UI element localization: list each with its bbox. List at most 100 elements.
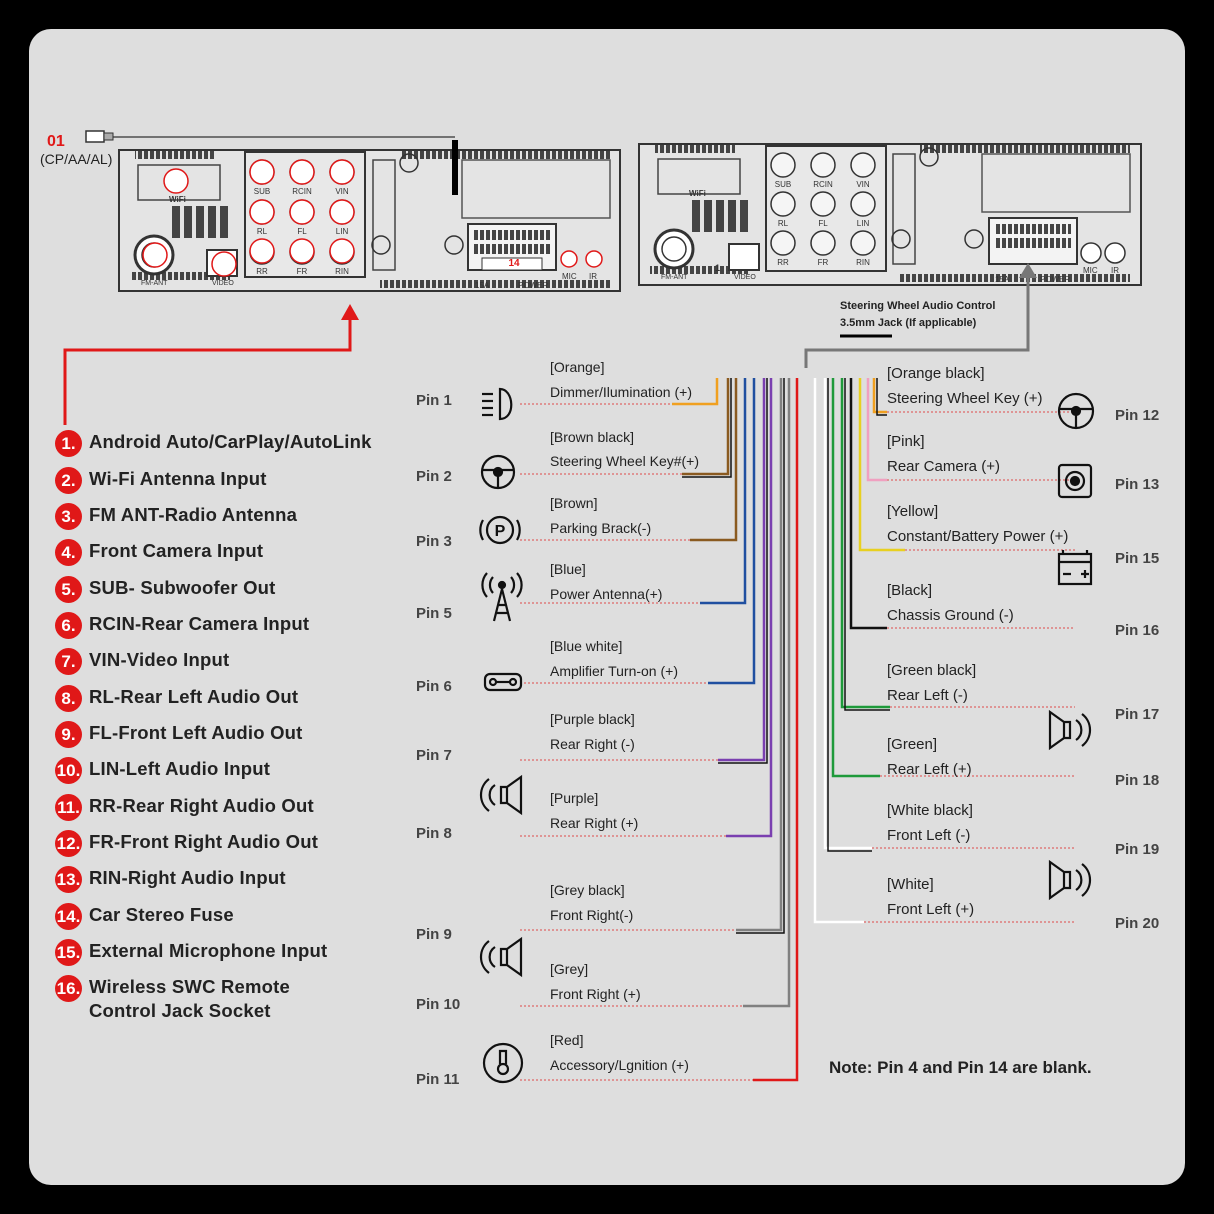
camera-icon [1057, 463, 1093, 499]
legend-item: 5. SUB- Subwoofer Out [55, 576, 389, 603]
legend-number: 15. [55, 939, 82, 966]
connector-01-label: (CP/AA/AL) [40, 151, 112, 167]
icon-part [1069, 475, 1081, 487]
legend-text: Front Camera Input [89, 540, 264, 561]
icon-part [498, 1049, 508, 1064]
legend-text: Wireless SWC Remote Control Jack Socket [89, 976, 291, 1021]
harness-wire [736, 378, 783, 932]
legend-item: 9.FL-Front Left Audio Out [55, 721, 389, 748]
wire-color-label: [Blue white] [550, 638, 622, 654]
video-label-plain: VIDEO [734, 274, 756, 281]
callout-marker [249, 238, 275, 264]
wire-function-label: Chassis Ground (-) [887, 607, 1014, 624]
legend-number: 11. [55, 794, 82, 821]
icon-part [483, 672, 523, 692]
fuse-label: 15A [475, 281, 490, 290]
wire-color-label: [White black] [887, 802, 973, 819]
legend-number: 4. [55, 539, 82, 566]
power-label-plain: POWER [1040, 275, 1070, 284]
icon-part [1059, 550, 1091, 578]
harness-wire [823, 378, 872, 850]
rca-socket [810, 152, 836, 178]
legend-text: SUB- Subwoofer Out [89, 577, 276, 598]
harness-wire [753, 378, 799, 1082]
pin-label: Pin 20 [1115, 915, 1159, 932]
pin-label: Pin 8 [416, 825, 452, 842]
pin-label: Pin 13 [1115, 476, 1159, 493]
legend-text: RCIN-Rear Camera Input [89, 613, 310, 634]
steering-wheel-icon [480, 454, 516, 490]
legend-text: RL-Rear Left Audio Out [89, 686, 299, 707]
wire-function-label: Rear Camera (+) [887, 458, 1000, 475]
rca-label: SUB [254, 187, 270, 196]
video-label: VIDEO [212, 280, 234, 287]
wire-function-label: Constant/Battery Power (+) [887, 528, 1068, 545]
harness-wire [743, 378, 791, 1008]
rca-label: SUB [775, 180, 791, 189]
ignition-key-icon [482, 1042, 524, 1084]
wire-color-label: [Blue] [550, 561, 586, 577]
icon-part [499, 774, 523, 816]
rca-label: RIN [335, 267, 349, 276]
rca-label: FR [297, 267, 308, 276]
swc-note-line2: 3.5mm Jack (If applicable) [840, 317, 977, 329]
head-unit-plain [638, 143, 1142, 286]
pin-label: Pin 5 [416, 605, 452, 622]
harness-wire [700, 378, 747, 605]
legend-item: 6.RCIN-Rear Camera Input [55, 612, 389, 639]
rca-socket [850, 191, 876, 217]
pin-label: Pin 7 [416, 747, 452, 764]
connector-01-number: 01 [47, 133, 65, 150]
wire-function-label: Amplifier Turn-on (+) [550, 663, 678, 679]
legend-number: 12. [55, 830, 82, 857]
rca-label: RL [257, 227, 268, 236]
legend-text: LIN-Left Audio Input [89, 758, 271, 779]
ir-label: IR [589, 272, 597, 281]
pin-label: Pin 2 [416, 468, 452, 485]
harness-wire-stripe [682, 378, 732, 478]
mic-label: MIC [562, 272, 577, 281]
callout-marker [585, 250, 603, 268]
icon-part [1064, 470, 1086, 492]
rca-label: RCIN [813, 180, 833, 189]
harness-wire-stripe [827, 378, 872, 852]
callout-marker [163, 168, 189, 194]
rca-label: LIN [336, 227, 349, 236]
pin-label: Pin 1 [416, 392, 452, 409]
rca-label: RIN [856, 258, 870, 267]
wire-color-label: [Brown] [550, 495, 597, 511]
rca-label: FR [818, 258, 829, 267]
icon-part [492, 588, 512, 622]
callout-marker [289, 238, 315, 264]
legend-number: 5. [55, 576, 82, 603]
wifi-label-plain: WiFi [689, 189, 706, 198]
wire-color-label: [Red] [550, 1032, 583, 1048]
pin-label: Pin 12 [1115, 407, 1159, 424]
harness-wire [813, 378, 864, 924]
icon-part [498, 387, 513, 421]
wire-color-label: [Green black] [887, 662, 976, 679]
wire-color-label: [Brown black] [550, 429, 634, 445]
steering-wheel-icon [1057, 392, 1095, 430]
rca-socket [850, 152, 876, 178]
icon-glyph: P [495, 523, 506, 540]
harness-wire [858, 378, 905, 552]
icon-part [1057, 463, 1093, 499]
ir-label-plain: IR [1111, 266, 1119, 275]
wire-function-label: Dimmer/Ilumination (+) [550, 384, 692, 400]
pin-label: Pin 16 [1115, 622, 1159, 639]
legend-text: FL-Front Left Audio Out [89, 722, 303, 743]
speaker-icon [1048, 859, 1092, 901]
icon-part [1075, 713, 1092, 747]
harness-wire [672, 378, 719, 406]
one-label: 1 [715, 263, 720, 273]
rca-socket [850, 230, 876, 256]
legend-item: 10.LIN-Left Audio Input [55, 757, 389, 784]
rca-socket [770, 152, 796, 178]
pin-label: Pin 10 [416, 996, 460, 1013]
wire-color-label: [Yellow] [887, 503, 938, 520]
power-label: POWER [518, 281, 548, 290]
harness-wire [726, 378, 773, 838]
legend-item: 3.FM ANT-Radio Antenna [55, 503, 389, 530]
